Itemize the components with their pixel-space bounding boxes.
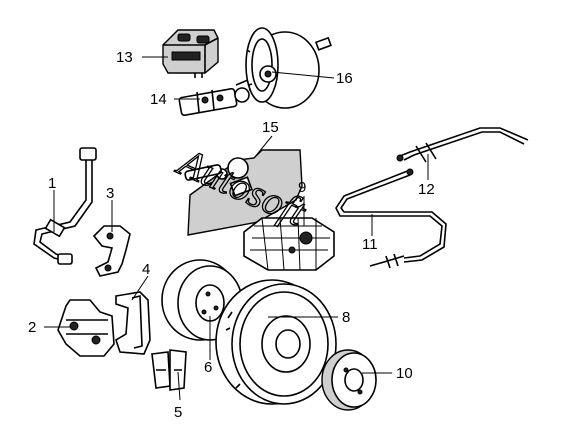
callout-6: 6 xyxy=(204,359,212,376)
brake-backplate xyxy=(184,149,303,236)
leader-lines xyxy=(44,56,429,401)
handbrake-cable-lower xyxy=(335,168,447,269)
brake-hose xyxy=(33,147,97,265)
caliper-carrier xyxy=(115,291,151,355)
handbrake-cable-upper xyxy=(396,127,529,163)
callout-8: 8 xyxy=(342,309,350,326)
callout-1: 1 xyxy=(48,175,56,192)
callout-16: 16 xyxy=(336,70,353,87)
callout-5: 5 xyxy=(174,404,182,421)
callout-12: 12 xyxy=(418,181,435,198)
wheel xyxy=(215,279,337,405)
brake-pads xyxy=(151,349,187,391)
callout-11: 11 xyxy=(362,236,378,253)
callout-2: 2 xyxy=(28,319,36,336)
rear-brake-assembly xyxy=(243,217,335,271)
caliper-bracket xyxy=(92,225,131,277)
callout-10: 10 xyxy=(396,365,413,382)
callout-9: 9 xyxy=(298,179,306,196)
brake-booster xyxy=(245,27,332,109)
callout-15: 15 xyxy=(262,119,279,136)
brake-drum xyxy=(321,349,377,411)
callout-4: 4 xyxy=(142,261,150,278)
front-caliper xyxy=(57,299,115,357)
callout-14: 14 xyxy=(150,91,167,108)
fluid-reservoir xyxy=(162,29,219,78)
callout-13: 13 xyxy=(116,49,133,66)
callout-3: 3 xyxy=(106,185,114,202)
callouts: 1 3 2 4 5 6 8 9 10 11 12 13 14 15 16 xyxy=(28,49,435,421)
master-cylinder xyxy=(178,79,256,117)
